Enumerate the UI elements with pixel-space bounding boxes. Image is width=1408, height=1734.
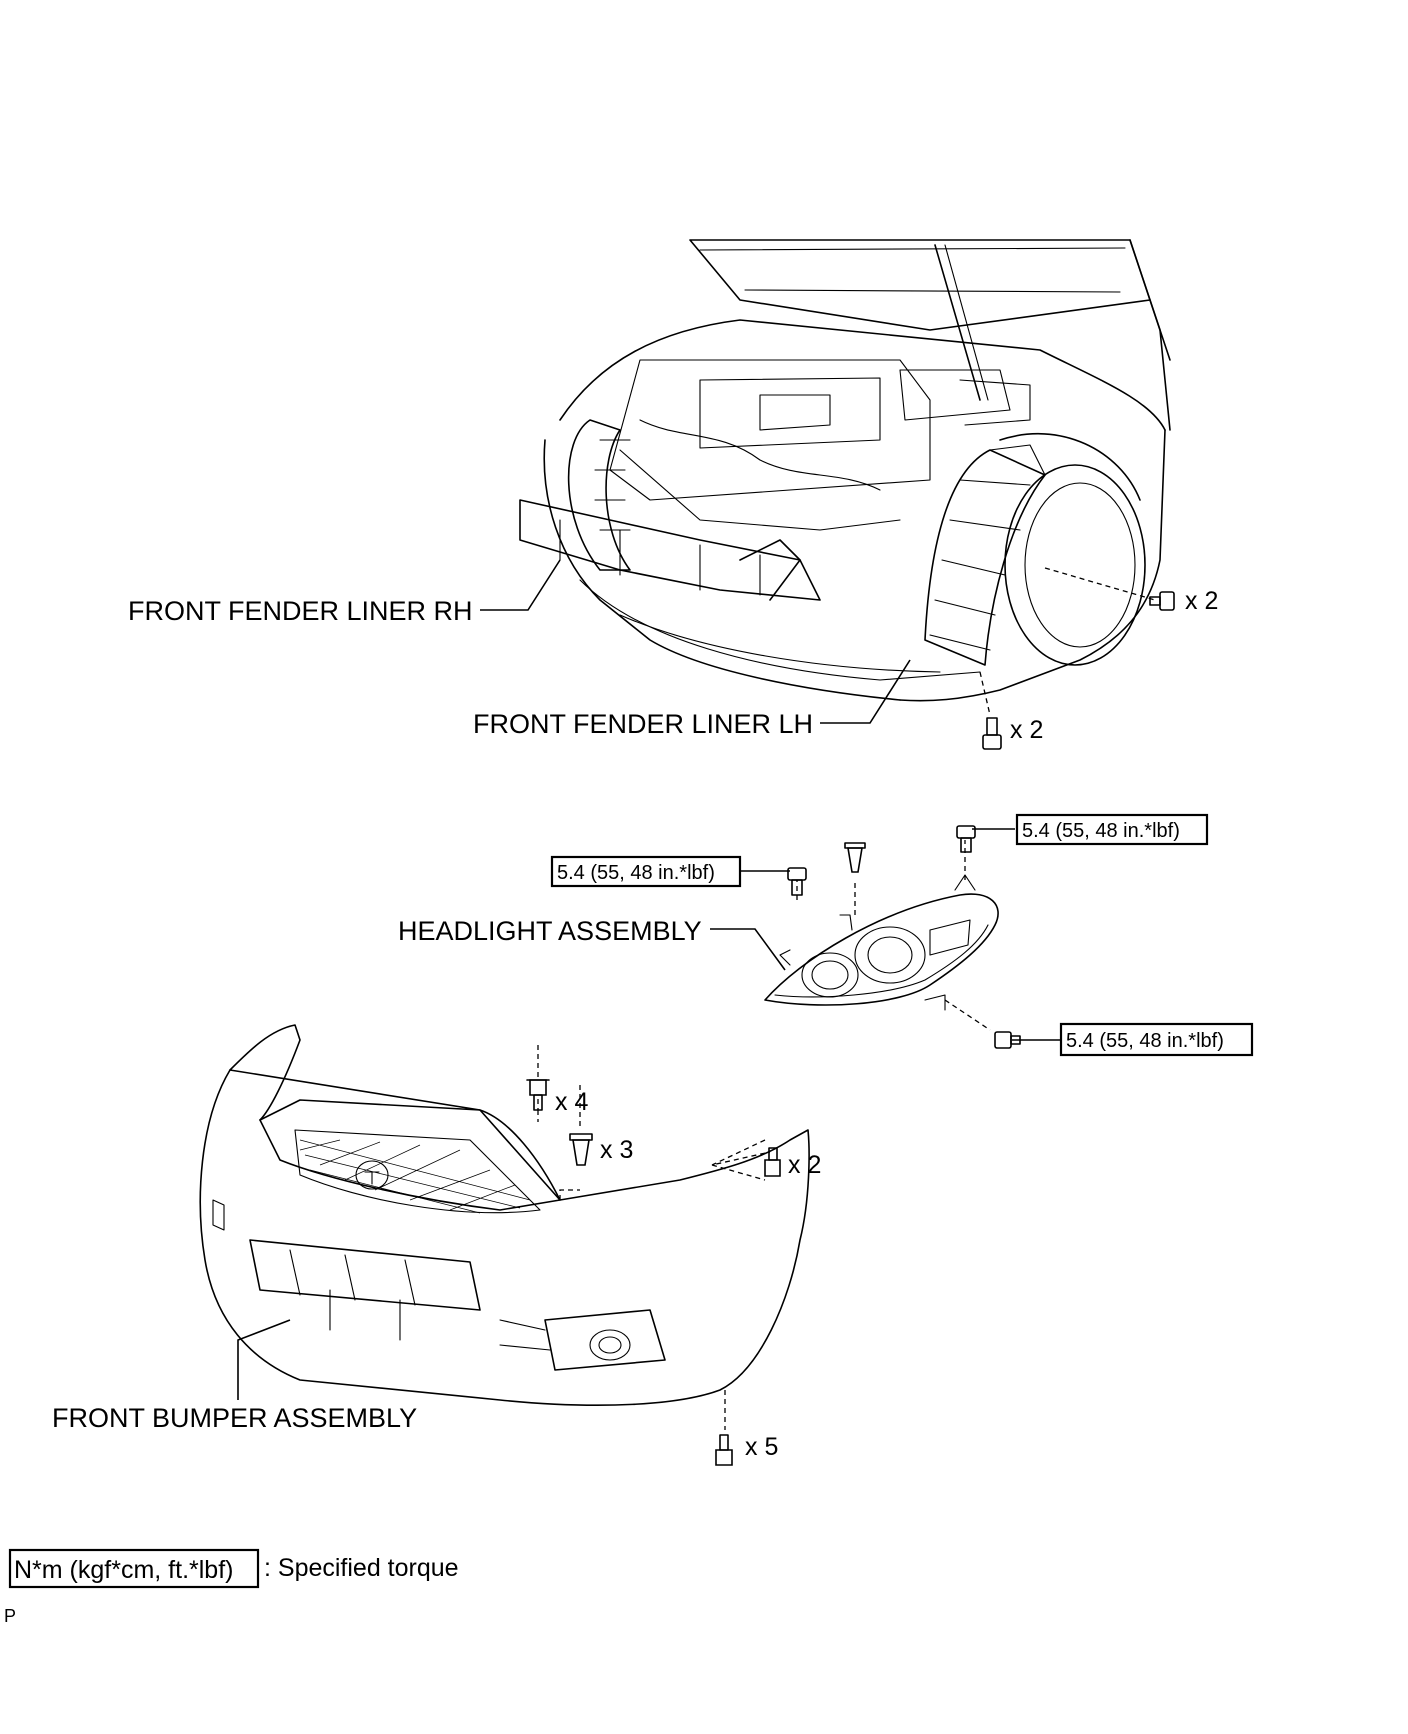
bolt-icon — [526, 1079, 550, 1111]
bolt-icon — [982, 717, 1002, 750]
torque-value: 5.4 (55, 48 in.*lbf) — [1022, 820, 1180, 842]
torque-value: 5.4 (55, 48 in.*lbf) — [557, 862, 715, 884]
count-fender-side: x 2 — [1185, 587, 1218, 615]
bolt-icon — [787, 867, 807, 896]
count-bumper-top: x 4 — [555, 1088, 588, 1116]
fastener-guide-lines — [537, 567, 1156, 1430]
torque-spec-headlight-top: 5.4 (55, 48 in.*lbf) — [1015, 813, 1209, 846]
label-front-fender-liner-rh: FRONT FENDER LINER RH — [128, 596, 473, 626]
count-bumper-side: x 2 — [788, 1151, 821, 1179]
clip-icon — [569, 1133, 593, 1166]
vehicle-front-illustration — [519, 239, 1171, 702]
legend-unit-box: N*m (kgf*cm, ft.*lbf) — [14, 1556, 233, 1584]
label-headlight-assembly: HEADLIGHT ASSEMBLY — [398, 916, 702, 946]
torque-spec-headlight-left: 5.4 (55, 48 in.*lbf) — [550, 855, 742, 888]
torque-spec-headlight-right: 5.4 (55, 48 in.*lbf) — [1059, 1022, 1254, 1057]
count-fender-bottom: x 2 — [1010, 716, 1043, 744]
bolt-icon — [994, 1031, 1021, 1049]
count-bumper-bottom: x 5 — [745, 1433, 778, 1461]
leader-lines — [237, 559, 1060, 1400]
front-bumper-illustration — [199, 1024, 810, 1406]
bolt-icon — [715, 1434, 733, 1466]
headlight-illustration — [764, 874, 999, 1011]
clip-icon — [844, 842, 866, 873]
label-front-bumper-assembly: FRONT BUMPER ASSEMBLY — [52, 1403, 417, 1433]
label-front-fender-liner-lh: FRONT FENDER LINER LH — [473, 709, 813, 739]
torque-legend: N*m (kgf*cm, ft.*lbf) : Specified torque — [8, 1548, 459, 1589]
legend-description: : Specified torque — [264, 1554, 459, 1582]
bolt-icon — [1149, 591, 1175, 611]
figure-code: P — [4, 1606, 16, 1626]
count-bumper-clip: x 3 — [600, 1136, 633, 1164]
torque-value: 5.4 (55, 48 in.*lbf) — [1066, 1030, 1224, 1052]
bolt-icon — [764, 1147, 781, 1177]
bolt-icon — [956, 825, 976, 853]
